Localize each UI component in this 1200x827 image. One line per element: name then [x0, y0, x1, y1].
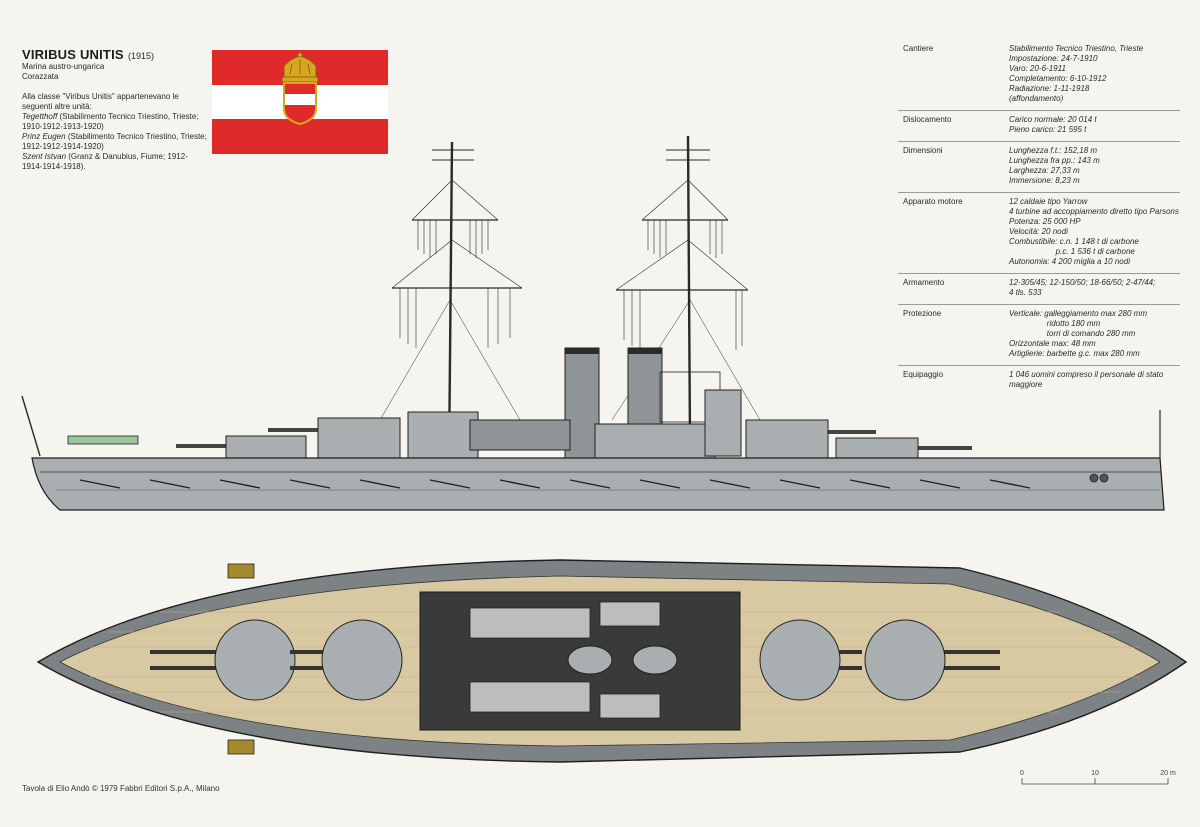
scale-label: 20 m — [1160, 770, 1176, 777]
turret-c — [745, 419, 876, 465]
sister-ship-detail: (Granz & Danubius, Fiume; 1912-1914-1914… — [22, 152, 188, 171]
spec-values: 12-305/45; 12-150/50; 18-66/50; 2-47/44;… — [1009, 278, 1180, 298]
sister-ship: Prinz Eugen (Stabilimento Tecnico Triest… — [22, 132, 207, 152]
boat-plan — [599, 601, 661, 627]
boat-plan — [599, 693, 661, 719]
ship-title: VIRIBUS UNITIS — [22, 47, 124, 62]
spec-value: p.c. 1 536 t di carbone — [1009, 247, 1135, 256]
boat-plan — [469, 607, 591, 639]
amidships-superstructure — [594, 423, 716, 461]
spec-value: Artiglierie: barbette g.c. max 280 mm — [1009, 349, 1140, 358]
spec-label: Armamento — [903, 278, 945, 287]
spec-label: Dislocamento — [903, 115, 952, 124]
deck-boat — [67, 435, 139, 445]
spec-value: Larghezza: 27,33 m — [1009, 166, 1080, 175]
accommodation-ladder — [227, 739, 255, 755]
spec-values: 1 046 uomini compreso il personale di st… — [1009, 370, 1180, 390]
shield-icon — [283, 82, 317, 126]
sister-ship-name: Prinz Eugen — [22, 132, 66, 141]
title-block: VIRIBUS UNITIS (1915) Marina austro-unga… — [22, 47, 207, 172]
spec-value: 12-305/45; 12-150/50; 18-66/50; 2-47/44; — [1009, 278, 1156, 287]
side-profile-drawing — [21, 135, 1165, 511]
spec-value: Orizzontale max: 48 mm — [1009, 339, 1096, 348]
spec-value: Stabilimento Tecnico Triestino, Trieste — [1009, 44, 1144, 53]
class-intro: Alla classe "Viribus Unitis" apparteneva… — [22, 92, 179, 111]
hull-profile — [31, 457, 1165, 511]
sister-ship: Szent Istvan (Granz & Danubius, Fiume; 1… — [22, 152, 207, 172]
spec-value: 12 caldaie tipo Yarrow — [1009, 197, 1088, 206]
naval-ensign-flag — [212, 50, 388, 154]
spec-values: Verticale: galleggiamento max 280 mm rid… — [1009, 309, 1180, 359]
boat-plan — [469, 681, 591, 713]
sister-ship-name: Szent Istvan — [22, 152, 67, 161]
spec-value: 4 turbine ad accoppiamento diretto tipo … — [1009, 207, 1179, 216]
spec-label: Cantiere — [903, 44, 934, 53]
spec-value: Impostazione: 24-7-1910 — [1009, 54, 1098, 63]
aft-superstructure — [704, 389, 742, 457]
spec-value: Velocità: 20 nodi — [1009, 227, 1068, 236]
spec-label: Dimensioni — [903, 146, 943, 155]
spec-value: Immersione: 8,23 m — [1009, 176, 1080, 185]
navy-name: Marina austro-ungarica — [22, 62, 105, 71]
sister-ship: Tegetthoff (Stabilimento Tecnico Triesti… — [22, 112, 207, 132]
spec-row: Armamento 12-305/45; 12-150/50; 18-66/50;… — [898, 273, 1180, 304]
spec-value: Carico normale: 20 014 t — [1009, 115, 1097, 124]
spec-table: Cantiere Stabilimento Tecnico Triestino, … — [898, 42, 1180, 396]
fore-mast — [379, 141, 523, 466]
scale-label: 10 — [1091, 770, 1099, 777]
turret-plan-c — [759, 619, 862, 701]
ship-title-line: VIRIBUS UNITIS (1915) — [22, 47, 207, 62]
spec-value: Combustibile: c.n. 1 148 t di carbone — [1009, 237, 1139, 246]
illustration-credit: Tavola di Elio Andò © 1979 Fabbri Editor… — [22, 784, 220, 793]
spec-value: 1 046 uomini compreso il personale di st… — [1009, 370, 1164, 379]
spec-value: Pieno carico: 21 595 t — [1009, 125, 1087, 134]
spec-label: Protezione — [903, 309, 942, 318]
spec-value: torri di comando 280 mm — [1009, 329, 1136, 338]
spec-label: Apparato motore — [903, 197, 963, 206]
spec-value: Lunghezza f.t.: 152,18 m — [1009, 146, 1098, 155]
bow-jackstaff — [21, 395, 41, 457]
accommodation-ladder — [227, 563, 255, 579]
spec-value: ridotto 180 mm — [1009, 319, 1101, 328]
sister-ship-detail: (Stabilimento Tecnico Triestino, Trieste… — [22, 132, 207, 151]
turret-plan-b — [290, 619, 403, 701]
scale-bar: 0 10 20 m — [1020, 770, 1176, 785]
boat-deck — [469, 419, 571, 451]
turret-plan-d — [864, 619, 1000, 701]
spec-row: Equipaggio 1 046 uomini compreso il perso… — [898, 365, 1180, 396]
spec-value: 4 tls. 533 — [1009, 288, 1042, 297]
plan-view-drawing — [36, 559, 1188, 763]
spec-row: Cantiere Stabilimento Tecnico Triestino, … — [898, 42, 1180, 110]
sister-ship-name: Tegetthoff — [22, 112, 58, 121]
spec-value: Lunghezza fra pp.: 143 m — [1009, 156, 1100, 165]
fore-superstructure — [407, 411, 479, 459]
aft-funnel-cap — [628, 348, 662, 354]
spec-value: Varo: 20-6-1911 — [1009, 64, 1066, 73]
spec-label: Equipaggio — [903, 370, 944, 379]
fore-funnel-cap — [565, 348, 599, 354]
spec-value: Completamento: 6-10-1912 — [1009, 74, 1107, 83]
spec-value: Autonomia: 4 200 miglia a 10 nodi — [1009, 257, 1130, 266]
spec-value: Radiazione: 1-11-1918 — [1009, 84, 1090, 93]
scale-label: 0 — [1020, 770, 1024, 777]
spec-value: (affondamento) — [1009, 94, 1064, 103]
spec-value: maggiore — [1009, 380, 1043, 389]
ship-type: Corazzata — [22, 72, 59, 81]
spec-row: Protezione Verticale: galleggiamento max … — [898, 304, 1180, 365]
fore-funnel-plan — [567, 645, 613, 675]
turret-plan-a — [150, 619, 296, 701]
aft-funnel-plan — [632, 645, 678, 675]
spec-value: Verticale: galleggiamento max 280 mm — [1009, 309, 1147, 318]
spec-value: Potenza: 25 000 HP — [1009, 217, 1081, 226]
ship-year: (1915) — [128, 51, 155, 61]
sister-ship-detail: (Stabilimento Tecnico Triestino, Trieste… — [22, 112, 199, 131]
